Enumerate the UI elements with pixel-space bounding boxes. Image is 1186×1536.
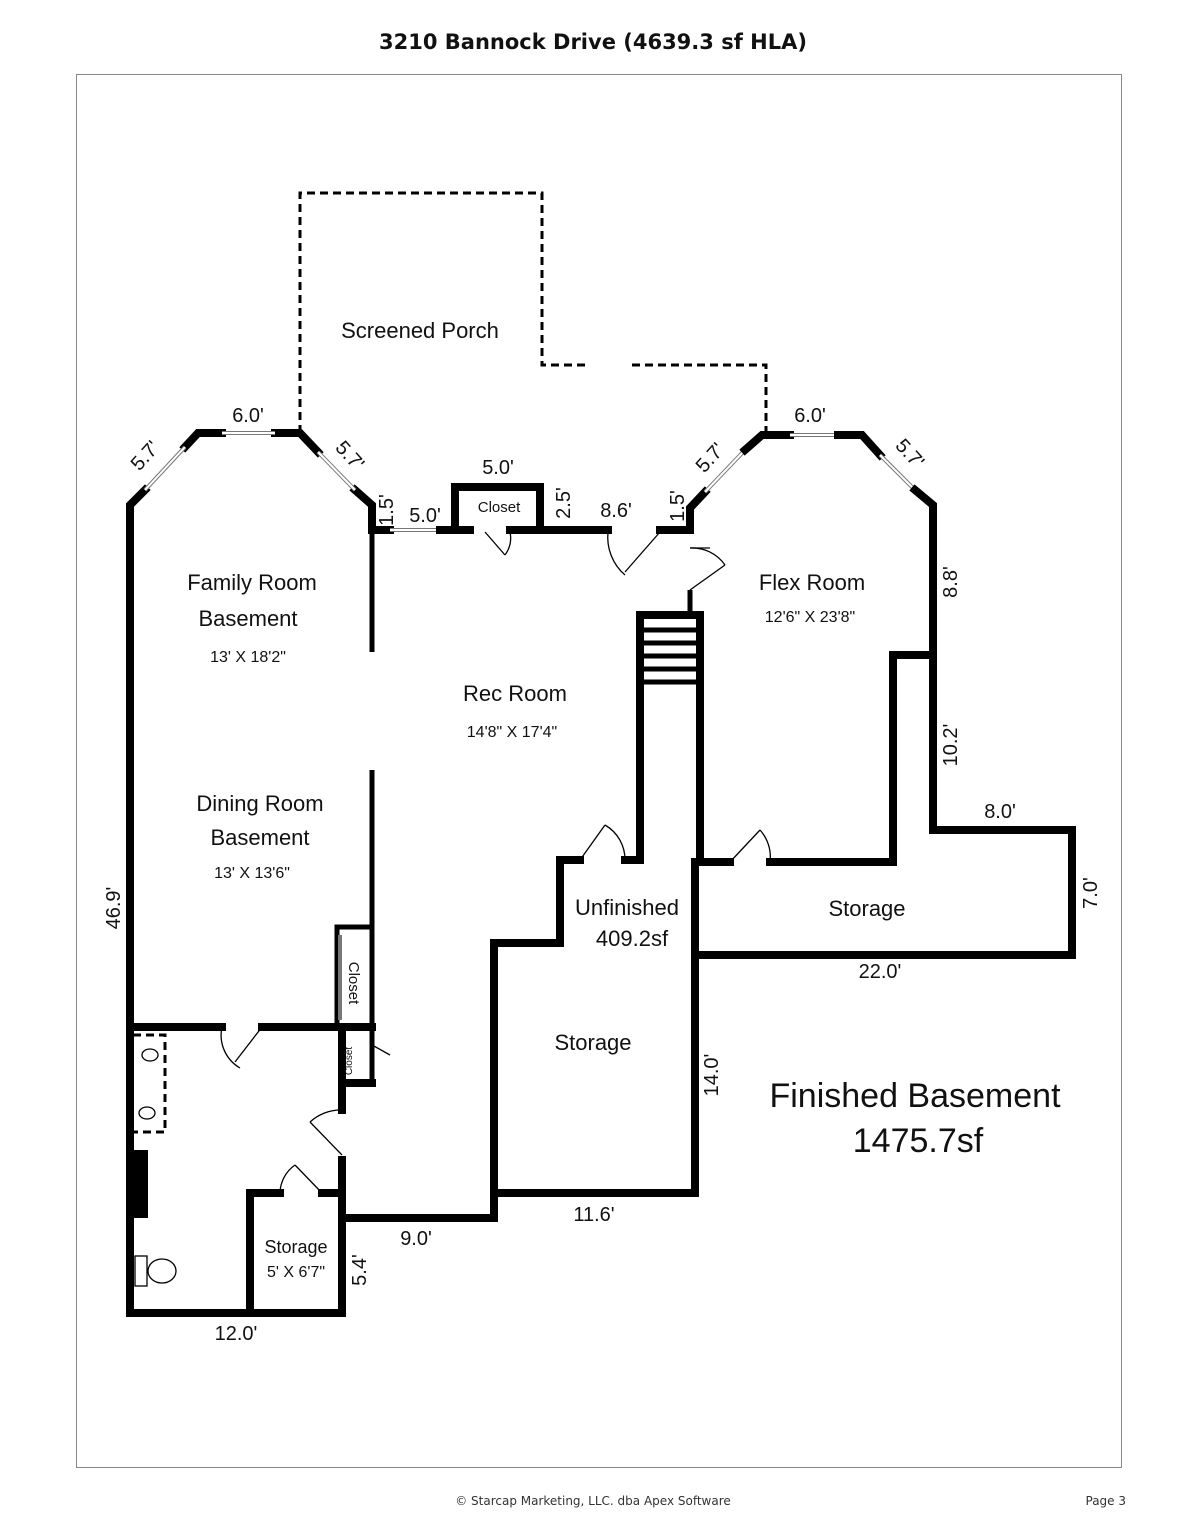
dimension-label: 8.6'	[600, 500, 632, 522]
room-label-dining-room: Dining Room	[196, 791, 323, 816]
room-area-unfinished: 409.2sf	[596, 926, 669, 951]
sink-icon	[141, 1048, 159, 1062]
dimension-label: 14.0'	[701, 1054, 723, 1097]
dimension-label: 5.0'	[482, 457, 514, 479]
dimension-label: 5.4'	[349, 1254, 371, 1286]
room-label-family-room-2: Basement	[198, 606, 297, 631]
dimension-label: 1.5'	[667, 490, 689, 522]
copyright-footer: © Starcap Marketing, LLC. dba Apex Softw…	[455, 1494, 731, 1508]
page-number: Page 3	[1085, 1494, 1127, 1508]
room-label-storage: Storage	[828, 896, 905, 921]
summary-area: 1475.7sf	[853, 1122, 984, 1160]
room-size-storage: 5' X 6'7"	[267, 1264, 325, 1281]
dimension-label: 11.6'	[573, 1204, 614, 1226]
room-label-unfinished: Unfinished	[575, 895, 679, 920]
room-size-family-room: 13' X 18'2"	[210, 649, 286, 666]
dimension-label: 1.5'	[376, 494, 398, 526]
toilet-icon	[134, 1255, 148, 1287]
shower-icon	[134, 1150, 148, 1218]
dimension-label: 46.9'	[103, 887, 125, 930]
room-size-flex-room: 12'6" X 23'8"	[765, 609, 855, 626]
room-label-closet: Closet	[478, 499, 521, 516]
dimension-label: 9.0'	[400, 1228, 432, 1250]
room-label-closet: Closet	[345, 962, 362, 1005]
dimension-label: 10.2'	[940, 724, 962, 767]
room-label-family-room: Family Room	[187, 570, 317, 595]
dimension-label: 12.0'	[215, 1323, 258, 1345]
stairs	[640, 627, 700, 685]
room-label-storage: Storage	[554, 1030, 631, 1055]
room-size-rec-room: 14'8" X 17'4"	[467, 724, 557, 741]
dimension-label: 8.8'	[940, 566, 962, 598]
room-label-rec-room: Rec Room	[463, 681, 567, 706]
dimension-label: 2.5'	[553, 487, 575, 519]
dimension-label: 22.0'	[859, 961, 902, 983]
page-frame	[76, 74, 1122, 1468]
plan-title: 3210 Bannock Drive (4639.3 sf HLA)	[379, 30, 807, 54]
summary-label: Finished Basement	[769, 1077, 1061, 1115]
dimension-label: 6.0'	[232, 405, 264, 427]
dimension-label: 7.0'	[1080, 877, 1102, 909]
room-label-screened-porch: Screened Porch	[341, 318, 499, 343]
dimension-label: 5.0'	[409, 505, 441, 527]
room-size-dining-room: 13' X 13'6"	[214, 865, 290, 882]
room-label-dining-room-2: Basement	[210, 825, 309, 850]
room-label-flex-room: Flex Room	[759, 570, 865, 595]
dimension-label: 6.0'	[794, 405, 826, 427]
room-label-closet: Closet	[344, 1047, 355, 1076]
room-label-storage: Storage	[264, 1237, 327, 1257]
dimension-label: 8.0'	[984, 801, 1016, 823]
dimension-label: 5.7'	[127, 437, 165, 475]
dimension-label: 5.7'	[891, 435, 929, 473]
sink-icon	[138, 1106, 156, 1120]
walls	[126, 191, 1076, 1317]
